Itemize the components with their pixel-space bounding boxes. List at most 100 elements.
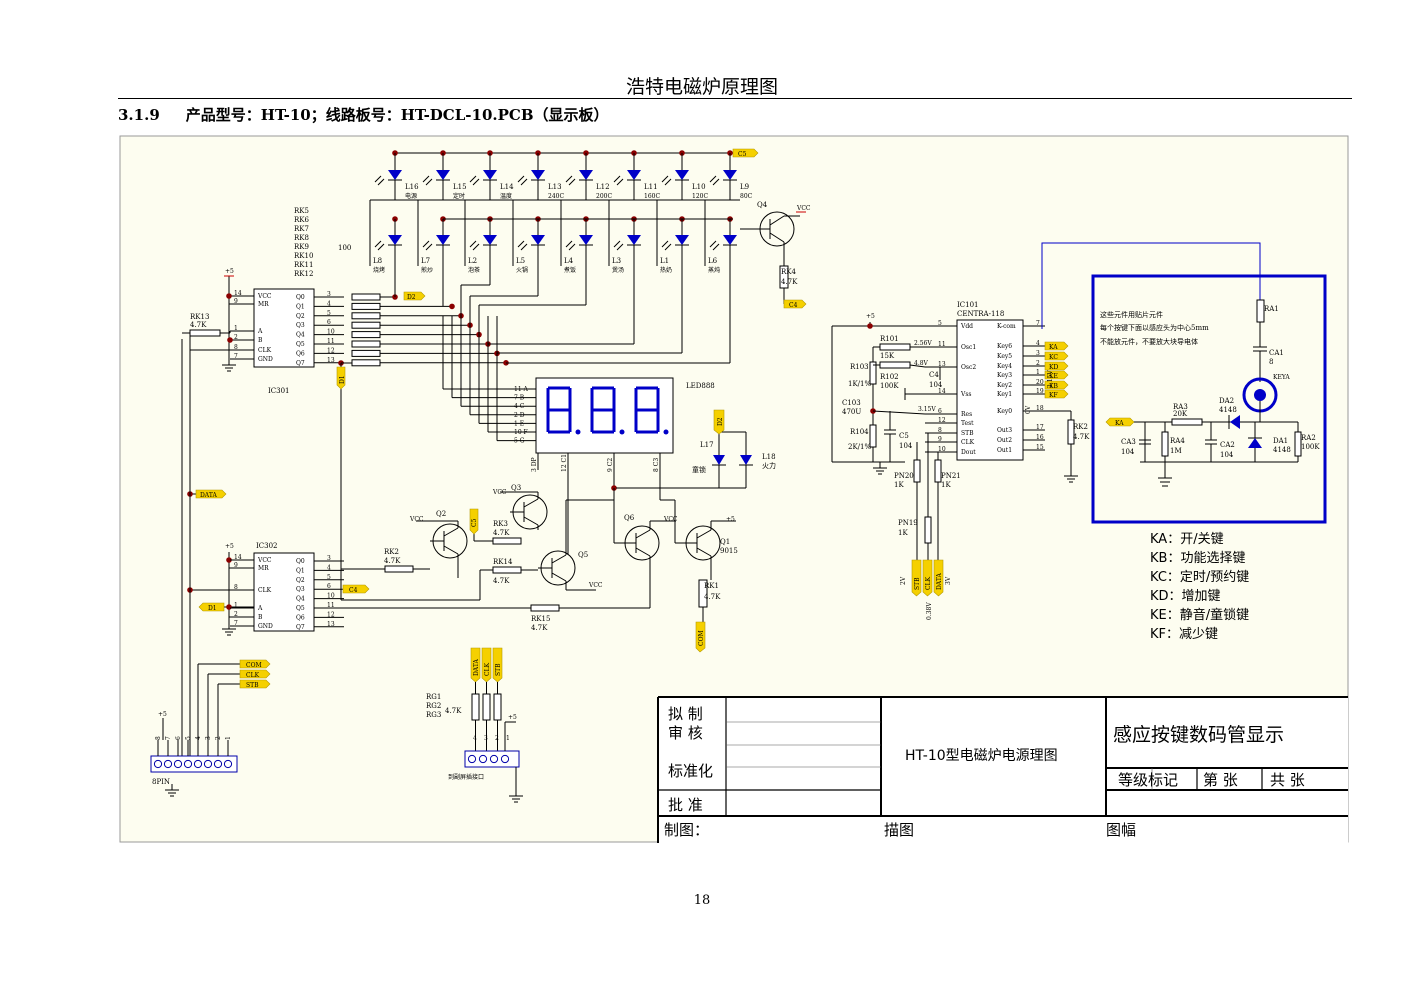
ic-pin-number: 3 [327, 555, 331, 562]
pn-voltage: 2V [900, 576, 907, 585]
svg-text:KEYA: KEYA [1273, 374, 1290, 381]
ic-pin-number: 7 [234, 353, 238, 360]
led-top-name: 120C [692, 193, 708, 200]
c5-tag-v: C5 [469, 508, 479, 535]
ic101-key-tag: KE [1049, 373, 1058, 380]
section-title: 产品型号：HT-10；线路板号：HT-DCL-10.PCB（显示板） [185, 106, 609, 124]
sensor-key-box [1091, 274, 1327, 524]
svg-text:RK9: RK9 [294, 243, 309, 251]
rk-bank-resistor [351, 349, 381, 357]
svg-text:PN21: PN21 [941, 472, 961, 480]
ic101-pin-label: Out1 [997, 447, 1012, 454]
ic-pin-label: B [258, 614, 263, 621]
svg-text:R103: R103 [850, 363, 869, 371]
ic101-key-tag: KF [1049, 392, 1058, 399]
led-top-name: 200C [596, 193, 612, 200]
led888-pin: 1 E [514, 420, 524, 427]
c5-tag-top: C5 [732, 148, 759, 158]
ic101-key-tag: KB [1049, 383, 1058, 390]
ic-pin-number: 11 [327, 602, 335, 609]
led-top-name: 160C [644, 193, 660, 200]
led888-bottom-pin: 3 DP [531, 457, 538, 472]
svg-text:每个按键下面以感应头为中心5mm: 每个按键下面以感应头为中心5mm [1100, 323, 1209, 332]
ic-pin-label: CLK [258, 347, 272, 354]
svg-text:RG2: RG2 [426, 702, 441, 710]
ic-pin-label: A [257, 605, 263, 612]
ic101-pin-label: STB [961, 430, 974, 437]
svg-text:4.7K: 4.7K [493, 529, 510, 537]
svg-text:KD：增加键: KD：增加键 [1150, 589, 1221, 604]
svg-text:火力: 火力 [762, 461, 776, 470]
svg-text:104: 104 [1121, 448, 1135, 456]
svg-text:C4: C4 [929, 371, 939, 379]
led-bottom-ref: L7 [421, 257, 430, 265]
page-header: 浩特电磁炉原理图 [625, 76, 778, 98]
ic-pin-number: 6 [327, 319, 331, 326]
rg-pin: 2 [495, 735, 499, 742]
svg-text:制图：: 制图： [664, 821, 709, 839]
ic101-pin-number: 15 [1036, 444, 1044, 451]
led-bottom-ref: L2 [468, 257, 477, 265]
svg-text:KC：定时/预约键: KC：定时/预约键 [1150, 570, 1249, 585]
svg-text:2.15V: 2.15V [1047, 370, 1054, 388]
ic-pin-number: 13 [327, 357, 335, 364]
led888-pin: 5 G [514, 438, 525, 445]
svg-text:4.7K: 4.7K [704, 593, 721, 601]
led-bottom-name: 煎炒 [421, 266, 433, 274]
led-bottom-name: 蒸炖 [708, 266, 720, 274]
ic-pin-number: 10 [327, 329, 335, 336]
ic-pin-number: 1 [234, 325, 238, 332]
rk-bank-resistor [351, 331, 381, 339]
connector-pin: 7 [165, 736, 172, 740]
svg-text:RK10: RK10 [294, 252, 313, 260]
svg-text:104: 104 [899, 442, 913, 450]
led-bottom [579, 235, 593, 245]
pn-tag: DATA [936, 573, 943, 590]
d2-tag: D2 [403, 291, 426, 301]
svg-text:感应按键数码管显示: 感应按键数码管显示 [1113, 724, 1284, 746]
svg-text:批 准: 批 准 [668, 796, 703, 814]
ic-pin-number: 13 [327, 621, 335, 628]
c4-tag-ic302: C4 [342, 584, 370, 594]
ic-pin-number: 1 [234, 602, 238, 609]
svg-text:+5: +5 [866, 313, 875, 320]
ic101-pin-label: CLK [961, 439, 975, 446]
rg-pin: 3 [484, 735, 488, 742]
ic-pin-number: 7 [234, 620, 238, 627]
ic101-pin-number: 17 [1036, 424, 1044, 431]
ic-pin-label: GND [258, 356, 273, 363]
led-bottom [723, 235, 737, 245]
svg-text:4148: 4148 [1219, 406, 1237, 414]
ic101-pin-number: 3 [1036, 350, 1040, 357]
svg-text:Q3: Q3 [511, 484, 521, 492]
svg-text:15K: 15K [880, 352, 895, 360]
svg-text:VCC: VCC [796, 205, 811, 212]
svg-text:KA：开/关键: KA：开/关键 [1150, 532, 1224, 547]
ic-pin-label: Q0 [296, 294, 305, 301]
ic101-pin-label: K-com [997, 323, 1016, 330]
ic-pin-label: Q2 [296, 313, 305, 320]
ic-pin-label: Q3 [296, 322, 305, 329]
led-bottom-ref: L3 [612, 257, 621, 265]
page-number: 18 [693, 893, 711, 908]
com-clk-stb-tags: COM CLK STB [239, 659, 271, 689]
rk-resistor-bank [182, 266, 731, 636]
led888-bottom-pin: 12 C1 [561, 454, 568, 472]
svg-text:RA1: RA1 [1264, 305, 1279, 313]
ic-pin-number: 9 [234, 562, 238, 569]
svg-text:RK11: RK11 [294, 261, 313, 269]
ic101-pin-label: Test [961, 420, 974, 427]
ic-pin-label: GND [258, 623, 273, 630]
svg-text:4.7K: 4.7K [190, 321, 207, 329]
svg-text:KF：减少键: KF：减少键 [1150, 627, 1218, 642]
ic-pin-label: Q5 [296, 341, 305, 348]
led-bottom [675, 235, 689, 245]
led-bottom [483, 235, 497, 245]
led888-pin: 2 D [514, 412, 525, 419]
ic101-pin-number: 8 [938, 427, 942, 434]
svg-text:RA2: RA2 [1301, 434, 1316, 442]
ic-pin-number: 3 [327, 291, 331, 298]
ic-pin-number: 8 [234, 344, 238, 351]
svg-text:RK8: RK8 [294, 234, 309, 242]
